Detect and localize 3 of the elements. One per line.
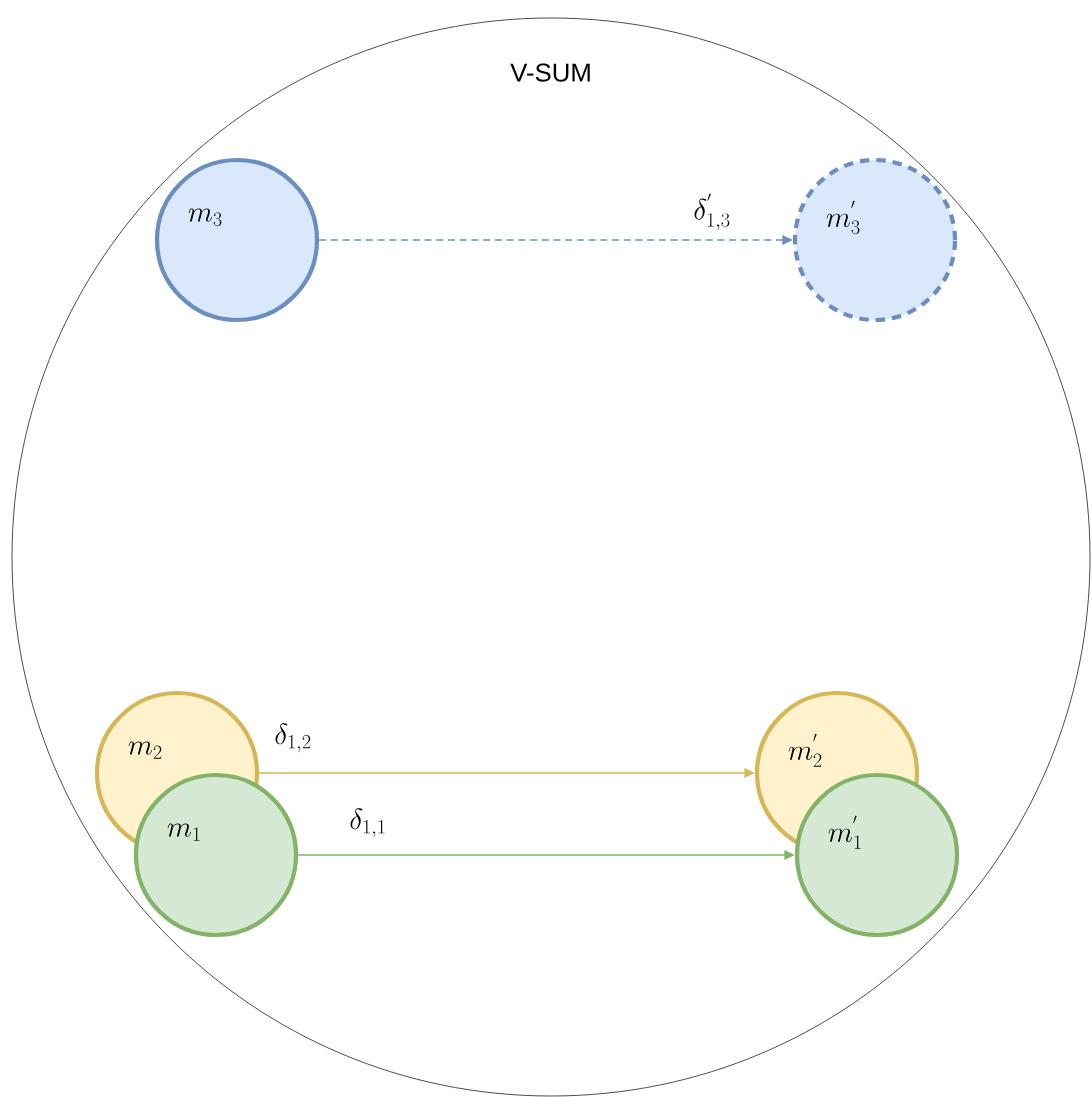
edge-label: $\delta_{1,1}$ <box>348 807 388 839</box>
edge-label: $\delta_{1,3}^{'}$ <box>692 192 732 232</box>
edge-label: $\delta_{1,2}$ <box>273 722 313 754</box>
